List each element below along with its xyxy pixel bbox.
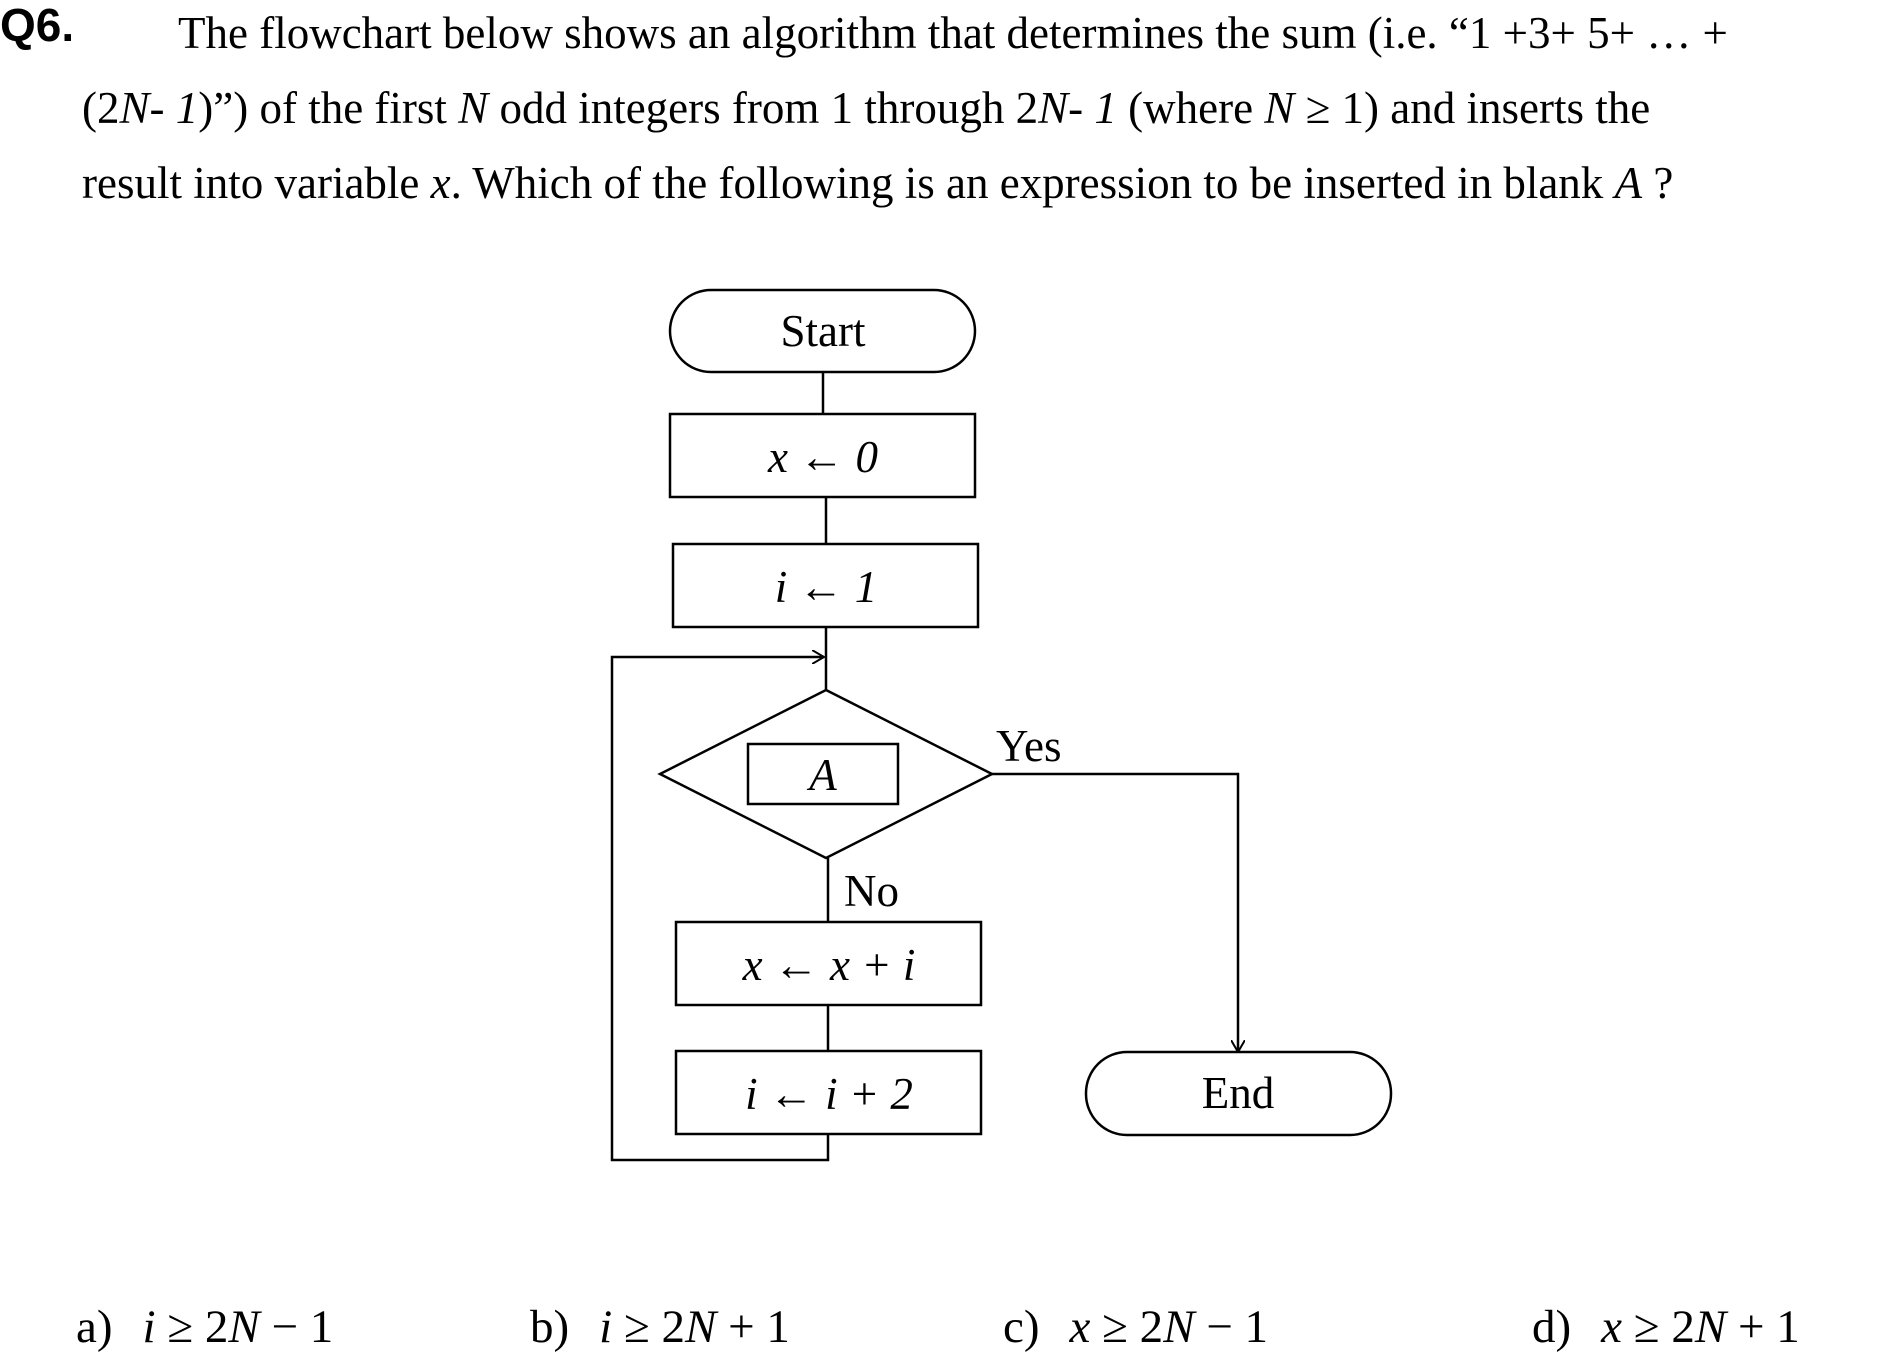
question-number: Q6. xyxy=(0,0,75,51)
end-label: End xyxy=(1202,1068,1275,1118)
init-x-process xyxy=(668,412,977,499)
init-i-process xyxy=(671,542,980,629)
blank-a-label: A xyxy=(806,750,837,800)
option-d[interactable]: d)x ≥ 2N + 1 xyxy=(1532,1301,1800,1353)
option-b[interactable]: b)i ≥ 2N + 1 xyxy=(530,1301,790,1353)
no-label: No xyxy=(844,866,899,916)
yes-path-arrow xyxy=(992,772,1238,1052)
update-x-label: x ← x + i xyxy=(742,940,916,990)
init-i-label: i ← 1 xyxy=(775,562,878,612)
question-line-1: The flowchart below shows an algorithm t… xyxy=(178,8,1728,58)
start-label: Start xyxy=(781,306,866,356)
loop-back-arrow xyxy=(610,657,830,1162)
init-x-label: x ← 0 xyxy=(767,432,878,482)
option-a[interactable]: a)i ≥ 2N − 1 xyxy=(76,1301,334,1353)
blank-a-box xyxy=(746,742,900,806)
start-terminal xyxy=(668,288,977,374)
question-line-2: (2N- 1)”) of the first N odd integers fr… xyxy=(82,83,1651,133)
update-x-process xyxy=(674,920,983,1007)
yes-label: Yes xyxy=(996,721,1061,771)
question-line-3: result into variable x. Which of the fol… xyxy=(82,158,1674,208)
update-i-label: i ← i + 2 xyxy=(745,1069,913,1119)
update-i-process xyxy=(674,1049,983,1136)
option-c[interactable]: c)x ≥ 2N − 1 xyxy=(1003,1301,1269,1353)
end-terminal xyxy=(1084,1050,1393,1137)
question-text: The flowchart below shows an algorithm t… xyxy=(82,0,1882,221)
